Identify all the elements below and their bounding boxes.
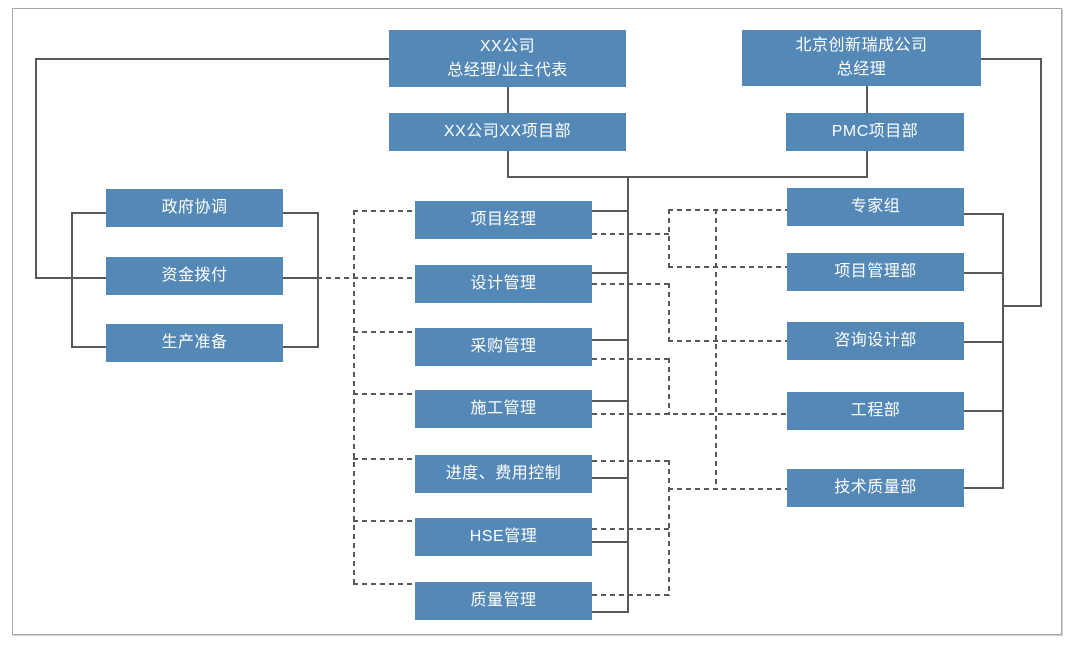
connector-dashed (353, 393, 415, 395)
connector-solid (507, 151, 509, 178)
connector-solid (1002, 305, 1042, 307)
connector-solid (283, 277, 317, 279)
connector-dashed (592, 528, 670, 530)
connector-solid (592, 477, 629, 479)
connector-solid (592, 541, 629, 543)
connector-dashed (592, 594, 670, 596)
node-pmc-company-general-manager: 北京创新瑞成公司 总经理 (742, 30, 981, 86)
connector-dashed (668, 340, 787, 342)
connector-dashed (715, 209, 717, 490)
node-quality-management: 质量管理 (415, 582, 592, 620)
connector-solid (964, 410, 1004, 412)
node-hse-management: HSE管理 (415, 518, 592, 556)
node-production-preparation: 生产准备 (106, 324, 283, 362)
node-label: 总经理/业主代表 (447, 61, 568, 79)
connector-solid (35, 277, 106, 279)
connector-dashed (668, 358, 670, 415)
connector-dashed (353, 458, 415, 460)
connector-solid (964, 341, 1004, 343)
connector-dashed (668, 488, 787, 490)
connector-solid (964, 272, 1004, 274)
node-pmc-project-dept: PMC项目部 (786, 113, 964, 151)
node-consulting-design-dept: 咨询设计部 (787, 322, 964, 360)
connector-dashed (353, 210, 355, 584)
connector-solid (507, 176, 868, 178)
connector-dashed (353, 331, 415, 333)
node-fund-allocation: 资金拨付 (106, 257, 283, 295)
node-procurement-management: 采购管理 (415, 328, 592, 366)
connector-dashed (353, 210, 415, 212)
node-label: XX公司 (479, 37, 536, 55)
connector-dashed (317, 277, 415, 279)
connector-solid (866, 151, 868, 178)
connector-solid (1002, 213, 1004, 489)
node-construction-management: 施工管理 (415, 390, 592, 428)
node-expert-group: 专家组 (787, 188, 964, 226)
node-engineering-dept: 工程部 (787, 392, 964, 430)
connector-dashed (353, 583, 415, 585)
node-government-coordination: 政府协调 (106, 189, 283, 227)
connector-dashed (668, 209, 670, 268)
connector-dashed (668, 266, 787, 268)
connector-dashed (668, 283, 670, 342)
connector-dashed (592, 358, 670, 360)
connector-solid (592, 210, 629, 212)
node-owner-general-manager: XX公司 总经理/业主代表 (389, 30, 626, 87)
connector-solid (283, 346, 317, 348)
node-label: 总经理 (836, 61, 887, 78)
connector-solid (981, 58, 1042, 60)
connector-solid (317, 212, 319, 348)
node-project-manager: 项目经理 (415, 201, 592, 239)
node-technical-quality-dept: 技术质量部 (787, 469, 964, 507)
connector-solid (71, 212, 106, 214)
connector-solid (592, 611, 629, 613)
connector-solid (964, 213, 1004, 215)
connector-solid (283, 212, 317, 214)
node-project-management-dept: 项目管理部 (787, 253, 964, 291)
connector-dashed (668, 209, 787, 211)
connector-solid (71, 346, 106, 348)
connector-solid (1040, 58, 1042, 307)
connector-solid (507, 87, 509, 113)
node-design-management: 设计管理 (415, 265, 592, 303)
connector-solid (592, 400, 629, 402)
connector-dashed (592, 233, 670, 235)
node-schedule-cost-control: 进度、费用控制 (415, 455, 592, 493)
connector-dashed (353, 520, 415, 522)
connector-dashed (592, 413, 787, 415)
connector-solid (592, 272, 629, 274)
connector-solid (35, 58, 389, 60)
connector-dashed (592, 460, 670, 462)
connector-dashed (592, 283, 670, 285)
connector-solid (964, 487, 1004, 489)
connector-solid (627, 176, 629, 613)
connector-solid (866, 86, 868, 113)
connector-solid (71, 212, 73, 348)
connector-solid (35, 58, 37, 279)
node-label: 北京创新瑞成公司 (795, 37, 928, 54)
connector-solid (592, 339, 629, 341)
node-owner-project-dept: XX公司XX项目部 (389, 113, 626, 151)
